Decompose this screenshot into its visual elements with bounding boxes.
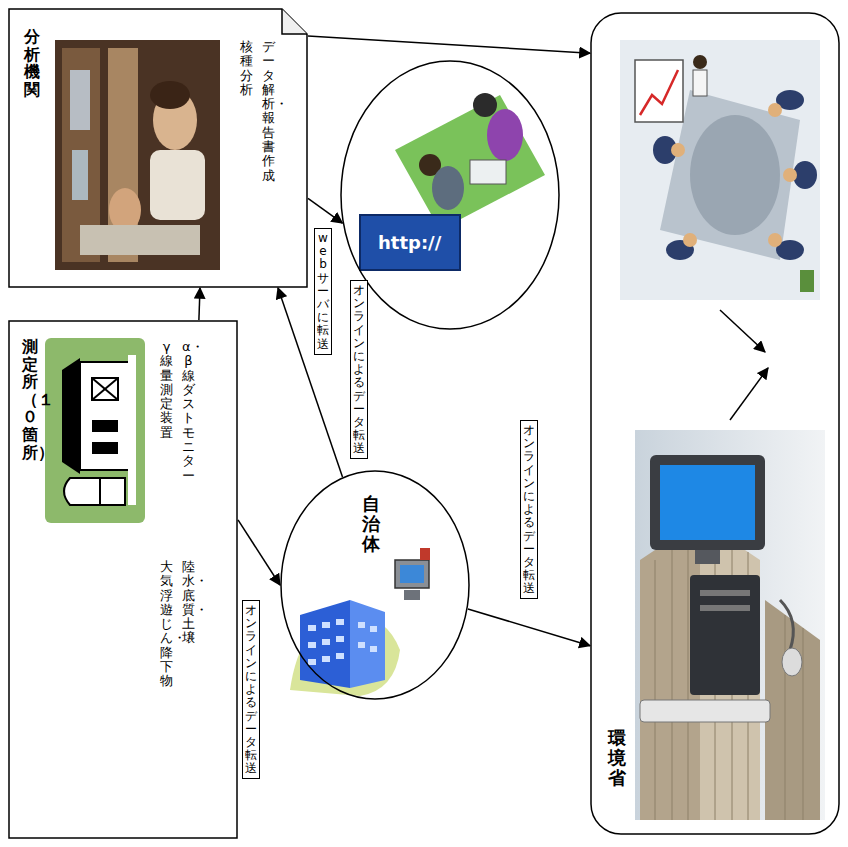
- city-hall-icon: [300, 600, 350, 688]
- station-box: 測定所（１０箇所） γ線量測定装置 α・β線ダストモニター大気浮遊じん・降下物陸水・…: [8, 320, 238, 839]
- station-icon: [92, 442, 118, 454]
- station-icon: [80, 362, 130, 470]
- node-title: 環境省: [608, 728, 626, 787]
- edge-label: オンラインによるデータ転送: [520, 420, 538, 599]
- web-server-icon: [360, 215, 460, 270]
- meeting-icon: [690, 115, 780, 235]
- meeting-icon: [693, 70, 707, 96]
- data-flow-arrow: [278, 288, 343, 477]
- web-server-icon: [360, 93, 545, 270]
- station-icon: [92, 378, 118, 400]
- node-outline: [590, 12, 840, 835]
- data-flow-arrow: [238, 520, 280, 585]
- lab-photo: [80, 225, 200, 255]
- meeting-icon: [693, 55, 707, 69]
- lab-photo: [70, 70, 90, 130]
- node-text: 陸水・底質・土壌: [182, 560, 195, 646]
- ministry-box: 環境省: [590, 12, 840, 835]
- station-icon: [64, 478, 125, 505]
- city-hall-icon: [290, 600, 400, 696]
- lab-photo: [55, 40, 220, 270]
- ministry-computer: [640, 700, 770, 722]
- ministry-towers: [635, 430, 825, 820]
- document-box: 分析機関 核種分析データ解析・報告書作成: [8, 8, 308, 288]
- node-text: 核種分析: [240, 40, 253, 97]
- node-text: α・β線ダストモニター: [182, 340, 195, 483]
- edge-label: webサーバに転送: [314, 228, 332, 355]
- url-text: http://: [370, 228, 449, 258]
- converging-arrows: [720, 310, 768, 420]
- web-server-ellipse: http://: [340, 60, 560, 330]
- data-flow-arrow: [468, 609, 590, 646]
- node-title: 分析機関: [24, 28, 40, 98]
- box-outline: [591, 13, 839, 834]
- web-server-icon: [470, 160, 506, 184]
- web-server-icon: [432, 166, 464, 210]
- node-title: 自治体: [362, 494, 380, 553]
- city-hall-icon: [350, 600, 385, 688]
- station-icon: [92, 420, 118, 432]
- edge-label: オンラインによるデータ転送: [350, 280, 368, 459]
- ellipse-outline: [281, 471, 469, 699]
- ministry-towers: [765, 600, 820, 820]
- ministry-computer: [782, 648, 802, 676]
- station-icon: [92, 378, 118, 400]
- station-icon: [45, 338, 145, 523]
- ministry-computer: [780, 600, 793, 650]
- ministry-computer: [700, 605, 750, 611]
- ministry-computer: [650, 455, 765, 550]
- folded-corner: [282, 9, 307, 34]
- computer-icon: [400, 565, 424, 583]
- web-server-icon: [360, 215, 460, 270]
- node-text: 大気浮遊じん・降下物: [160, 560, 173, 689]
- edge-label: オンラインによるデータ転送: [242, 600, 260, 779]
- node-title: 測定所（１０箇所）: [22, 338, 38, 461]
- meeting-icon: [640, 70, 678, 115]
- lab-photo: [150, 150, 205, 220]
- computer-icon: [420, 548, 430, 560]
- station-icon: [99, 478, 101, 505]
- box-outline: [9, 321, 237, 838]
- station-icon: [45, 338, 145, 523]
- converging-arrows: [730, 368, 768, 420]
- ellipse-outline: [341, 61, 559, 329]
- municipality-ellipse: 自治体: [280, 470, 470, 700]
- document-outline: [9, 9, 307, 287]
- station-icon: [128, 355, 136, 505]
- meeting-icon: [620, 40, 820, 300]
- node-text: データ解析・報告書作成: [262, 40, 275, 183]
- data-flow-arrow: [199, 288, 200, 320]
- node-text: γ線量測定装置: [160, 340, 173, 440]
- node-outline: [340, 60, 560, 330]
- converging-arrows: [720, 310, 765, 352]
- web-server-icon: [473, 93, 497, 117]
- ministry-computer: [690, 575, 760, 695]
- node-outline: [8, 320, 238, 839]
- ministry-computer: [695, 550, 720, 564]
- lab-photo: [72, 150, 88, 200]
- ministry-towers: [635, 430, 825, 820]
- computer-icon: [395, 548, 430, 600]
- lab-photo: [55, 40, 220, 270]
- station-icon: [92, 378, 118, 400]
- web-server-icon: [395, 95, 545, 230]
- ministry-computer: [700, 590, 750, 596]
- ministry-computer: [640, 455, 802, 722]
- lab-photo: [150, 81, 190, 109]
- data-flow-arrow: [308, 198, 342, 223]
- web-server-icon: [487, 109, 523, 161]
- computer-icon: [404, 590, 420, 600]
- computer-icon: [395, 560, 429, 588]
- meeting-icon: [635, 60, 683, 122]
- station-icon: [62, 358, 80, 474]
- meeting-icon: [620, 40, 820, 300]
- data-flow-arrow: [308, 36, 590, 53]
- ministry-computer: [660, 465, 755, 540]
- meeting-icon: [800, 270, 814, 292]
